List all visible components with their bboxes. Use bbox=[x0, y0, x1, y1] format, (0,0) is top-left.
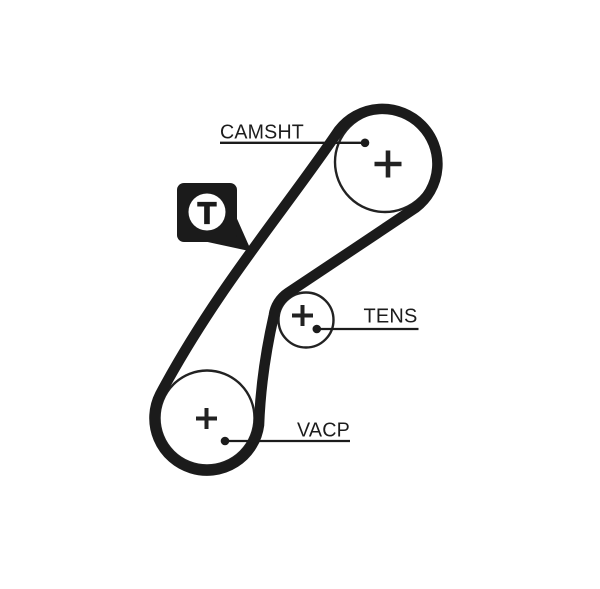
vacuum-pump-leader-dot bbox=[220, 436, 230, 446]
timing-mark-badge: T bbox=[177, 183, 252, 252]
tensioner-pulley bbox=[277, 291, 335, 349]
timing-belt bbox=[149, 103, 443, 476]
camshaft-label: CAMSHT bbox=[220, 122, 304, 144]
camshaft-crosshair-icon bbox=[374, 150, 402, 178]
badge-circle bbox=[188, 193, 226, 231]
tensioner-label: TENS bbox=[364, 306, 418, 328]
vacuum-pump-label: VACP bbox=[297, 420, 350, 442]
tensioner-leader-dot bbox=[312, 324, 322, 334]
timing-mark-letter-icon: T bbox=[198, 196, 217, 231]
camshaft-leader-dot bbox=[360, 138, 370, 148]
vacuum-pump-crosshair-icon bbox=[196, 408, 217, 429]
tensioner-crosshair-icon bbox=[292, 305, 313, 326]
